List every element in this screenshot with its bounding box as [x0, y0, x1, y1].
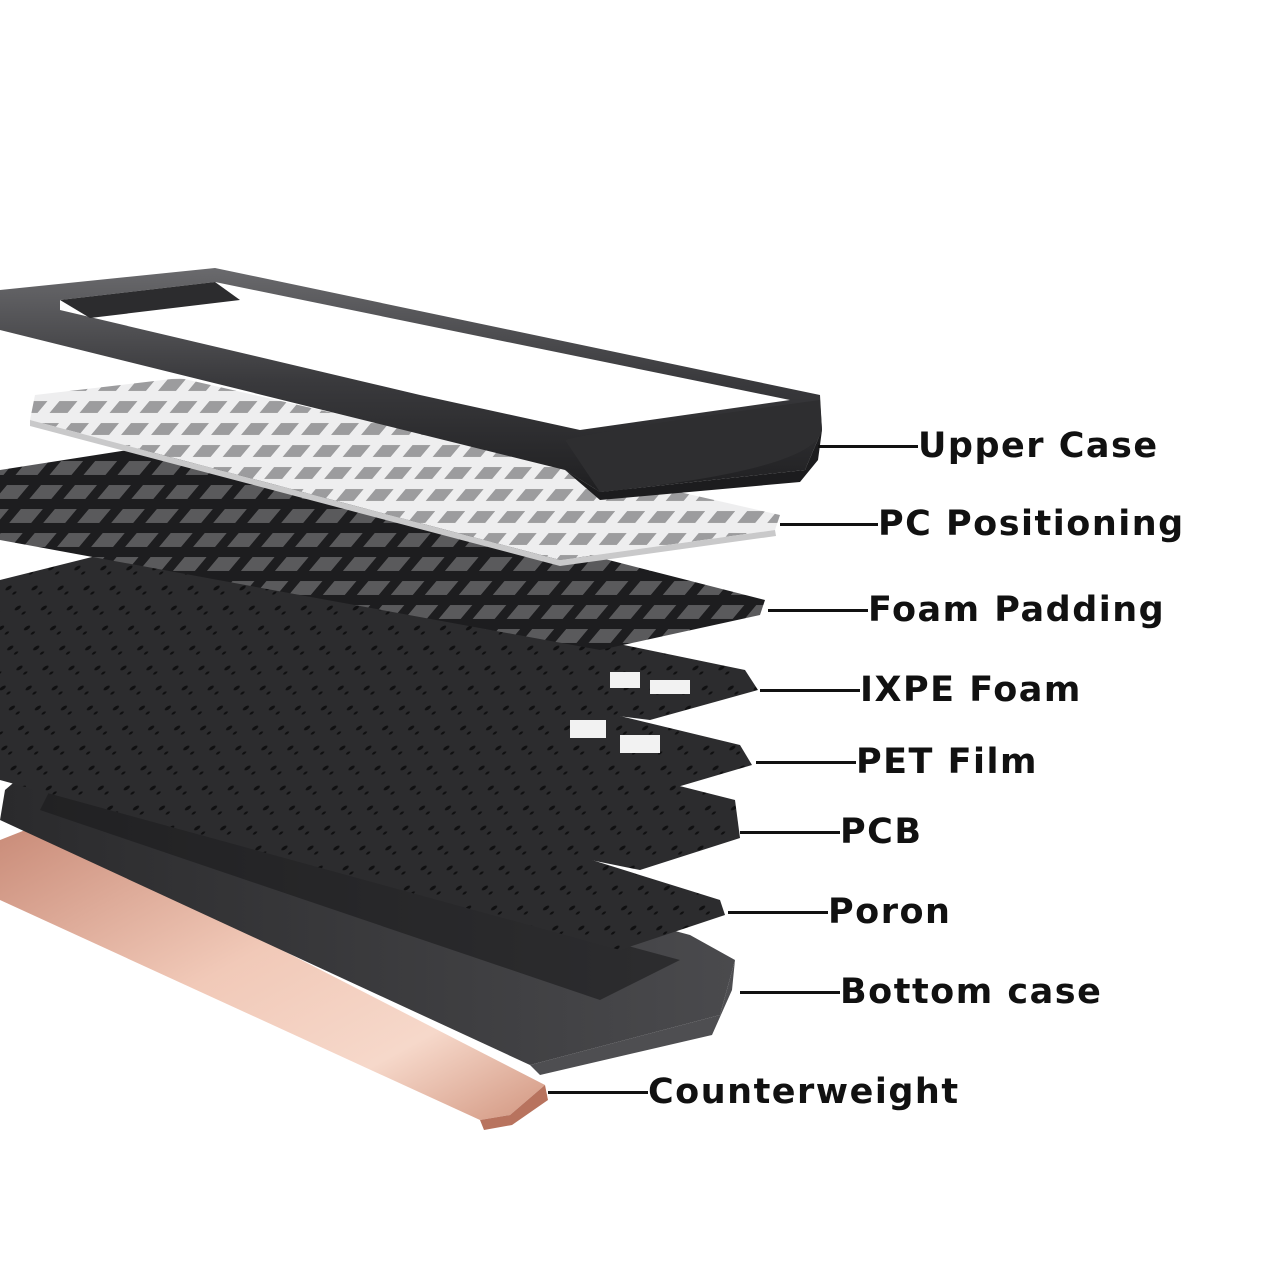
label-foam-padding: Foam Padding — [868, 590, 1166, 630]
leader-line — [760, 688, 860, 692]
leader-line — [740, 830, 840, 834]
callout-counterweight: Counterweight — [548, 1072, 960, 1112]
callout-poron: Poron — [728, 892, 951, 932]
label-pc-positioning: PC Positioning — [878, 504, 1185, 544]
leader-line — [756, 760, 856, 764]
leader-line — [818, 444, 918, 448]
label-poron: Poron — [828, 892, 952, 932]
pc-positioning-shape — [30, 378, 780, 566]
label-pet-film: PET Film — [856, 742, 1038, 782]
upper-case-shape — [0, 268, 822, 500]
callout-pcb: PCB — [740, 812, 923, 852]
leader-line — [740, 990, 840, 994]
leader-line — [768, 608, 868, 612]
callout-upper-case: Upper Case — [818, 426, 1159, 466]
callout-bottom-case: Bottom case — [740, 972, 1102, 1012]
leader-line — [548, 1090, 648, 1094]
callout-pet-film: PET Film — [756, 742, 1038, 782]
leader-line — [780, 522, 878, 526]
label-ixpe-foam: IXPE Foam — [860, 670, 1082, 710]
callout-pc-positioning: PC Positioning — [780, 504, 1185, 544]
label-counterweight: Counterweight — [648, 1072, 960, 1112]
leader-line — [728, 910, 828, 914]
ixpe-foam-shape — [0, 545, 758, 720]
counterweight-shape — [0, 825, 548, 1130]
label-pcb: PCB — [840, 812, 923, 852]
foam-padding-shape — [0, 445, 765, 650]
label-bottom-case: Bottom case — [840, 972, 1103, 1012]
bottom-case-shape — [0, 760, 735, 1075]
callout-ixpe-foam: IXPE Foam — [760, 670, 1082, 710]
label-upper-case: Upper Case — [918, 426, 1159, 466]
callout-foam-padding: Foam Padding — [768, 590, 1165, 630]
